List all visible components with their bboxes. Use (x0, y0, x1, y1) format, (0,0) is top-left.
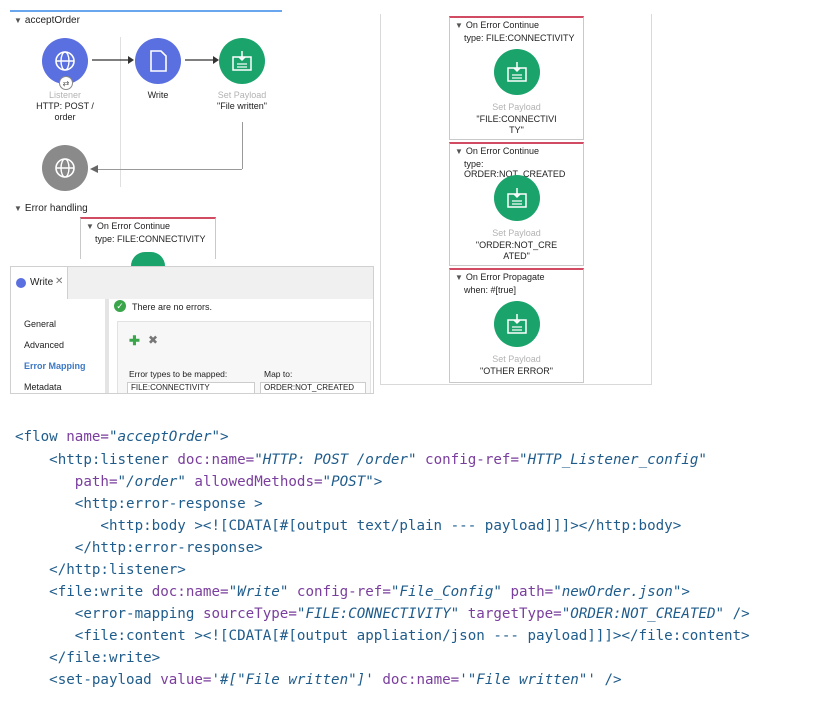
code-line: </http:error-response> (74, 540, 263, 556)
globe-icon (55, 51, 75, 71)
scope-title: On Error Continue (465, 20, 539, 30)
listener-label: HTTP: POST / order (36, 101, 94, 122)
collapse-triangle-icon[interactable]: ▼ (14, 16, 22, 25)
collapse-triangle-icon[interactable]: ▼ (455, 273, 463, 282)
scope-type: type: ORDER:NOT_CREATED (464, 159, 566, 179)
code-line: <file:content ><![CDATA[#[output appliat… (74, 628, 750, 644)
scope-title: On Error Continue (96, 221, 170, 231)
col-header-types: Error types to be mapped: (129, 369, 228, 379)
file-icon (150, 50, 167, 72)
on-error-continue-scope[interactable]: ▼On Error Continue type: FILE:CONNECTIVI… (80, 217, 216, 266)
set-payload-value: "FILE:CONNECTIVI TY" (476, 114, 557, 135)
set-payload-component[interactable] (494, 49, 540, 95)
globe-icon (55, 158, 75, 178)
error-handling-header[interactable]: ▼Error handling (14, 203, 88, 214)
code-line: <file:write doc:name="Write" config-ref=… (49, 584, 690, 600)
set-payload-name: Set Payload (492, 228, 541, 238)
nav-metadata[interactable]: Metadata (24, 382, 62, 392)
set-payload-component[interactable] (494, 175, 540, 221)
source-badge-icon: ⇄ (59, 76, 73, 90)
flow-title: acceptOrder (24, 15, 80, 26)
set-payload-label: "File written" (217, 101, 267, 111)
set-payload-value: "OTHER ERROR" (480, 366, 553, 376)
code-line: <http:body ><![CDATA[#[output text/plain… (100, 518, 682, 534)
write-component[interactable] (135, 38, 181, 84)
collapse-triangle-icon[interactable]: ▼ (14, 204, 22, 213)
check-icon: ✓ (114, 300, 126, 312)
on-error-propagate-scope[interactable]: ▼On Error Propagate when: #[true] Set Pa… (449, 268, 584, 383)
nav-error-mapping[interactable]: Error Mapping (24, 361, 86, 371)
scope-title: On Error Propagate (465, 272, 545, 282)
close-icon[interactable]: ✕ (55, 276, 64, 287)
collapse-triangle-icon[interactable]: ▼ (455, 147, 463, 156)
write-tab-icon (16, 278, 26, 288)
set-payload-icon (507, 62, 527, 82)
divider (120, 37, 121, 187)
flow-canvas: ▼acceptOrder ⇄ Listener HTTP: POST / ord… (10, 10, 282, 266)
set-payload-icon (507, 314, 527, 334)
code-line: <http:listener doc:name="HTTP: POST /ord… (49, 452, 707, 468)
scope-type: type: FILE:CONNECTIVITY (95, 234, 206, 244)
col-header-map: Map to: (264, 369, 293, 379)
response-component[interactable] (42, 145, 88, 191)
return-line (95, 169, 242, 170)
collapse-triangle-icon[interactable]: ▼ (455, 21, 463, 30)
error-handling-title: Error handling (24, 203, 88, 214)
error-handlers-panel: ▼On Error Continue type: FILE:CONNECTIVI… (380, 14, 652, 385)
code-line: <flow name="acceptOrder"> (15, 429, 229, 445)
set-payload-name: Set Payload (217, 90, 267, 100)
set-payload-component[interactable] (219, 38, 265, 84)
arrow-left-icon (90, 165, 98, 173)
properties-panel: Write ✕ General Advanced Error Mapping M… (10, 266, 374, 394)
splitter[interactable] (105, 299, 109, 393)
scope-when: when: #[true] (464, 285, 517, 295)
arrow-icon (185, 56, 219, 64)
set-payload-name: Set Payload (492, 102, 541, 112)
set-payload-name: Set Payload (492, 354, 541, 364)
nav-general[interactable]: General (24, 319, 57, 329)
code-line: </http:listener> (49, 562, 186, 578)
remove-icon[interactable]: ✖ (148, 333, 159, 347)
row-error-type[interactable]: FILE:CONNECTIVITY (127, 382, 255, 393)
nav-advanced[interactable]: Advanced (24, 340, 65, 350)
code-line: <error-mapping sourceType="FILE:CONNECTI… (74, 606, 750, 622)
flow-header[interactable]: ▼acceptOrder (14, 15, 80, 26)
write-label: Write (147, 90, 169, 100)
on-error-continue-scope[interactable]: ▼On Error Continue type: FILE:CONNECTIVI… (449, 16, 584, 140)
scope-title: On Error Continue (465, 146, 539, 156)
code-line: </file:write> (49, 650, 161, 666)
set-payload-icon (507, 188, 527, 208)
tab-write[interactable]: Write ✕ (11, 267, 68, 299)
status-message: There are no errors. (132, 302, 213, 312)
code-line: <http:error-response > (74, 496, 263, 512)
row-map-to[interactable]: ORDER:NOT_CREATED (260, 382, 366, 393)
scope-type: type: FILE:CONNECTIVITY (464, 33, 575, 43)
set-payload-component-partial (131, 252, 165, 266)
set-payload-value: "ORDER:NOT_CRE ATED" (475, 240, 558, 261)
set-payload-component[interactable] (494, 301, 540, 347)
on-error-continue-scope[interactable]: ▼On Error Continue type: ORDER:NOT_CREAT… (449, 142, 584, 266)
add-icon[interactable]: ✚ (129, 333, 140, 348)
collapse-triangle-icon[interactable]: ▼ (86, 222, 94, 231)
code-line: path="/order" allowedMethods="POST"> (74, 474, 383, 490)
tab-label: Write (30, 277, 54, 288)
set-payload-icon (232, 51, 252, 71)
error-mapping-area: ✚ ✖ Error types to be mapped: Map to: FI… (117, 321, 371, 393)
listener-name: Listener (48, 90, 82, 100)
return-line (242, 122, 243, 169)
arrow-icon (92, 56, 134, 64)
code-line: <set-payload value='#["File written"]' d… (49, 672, 622, 688)
